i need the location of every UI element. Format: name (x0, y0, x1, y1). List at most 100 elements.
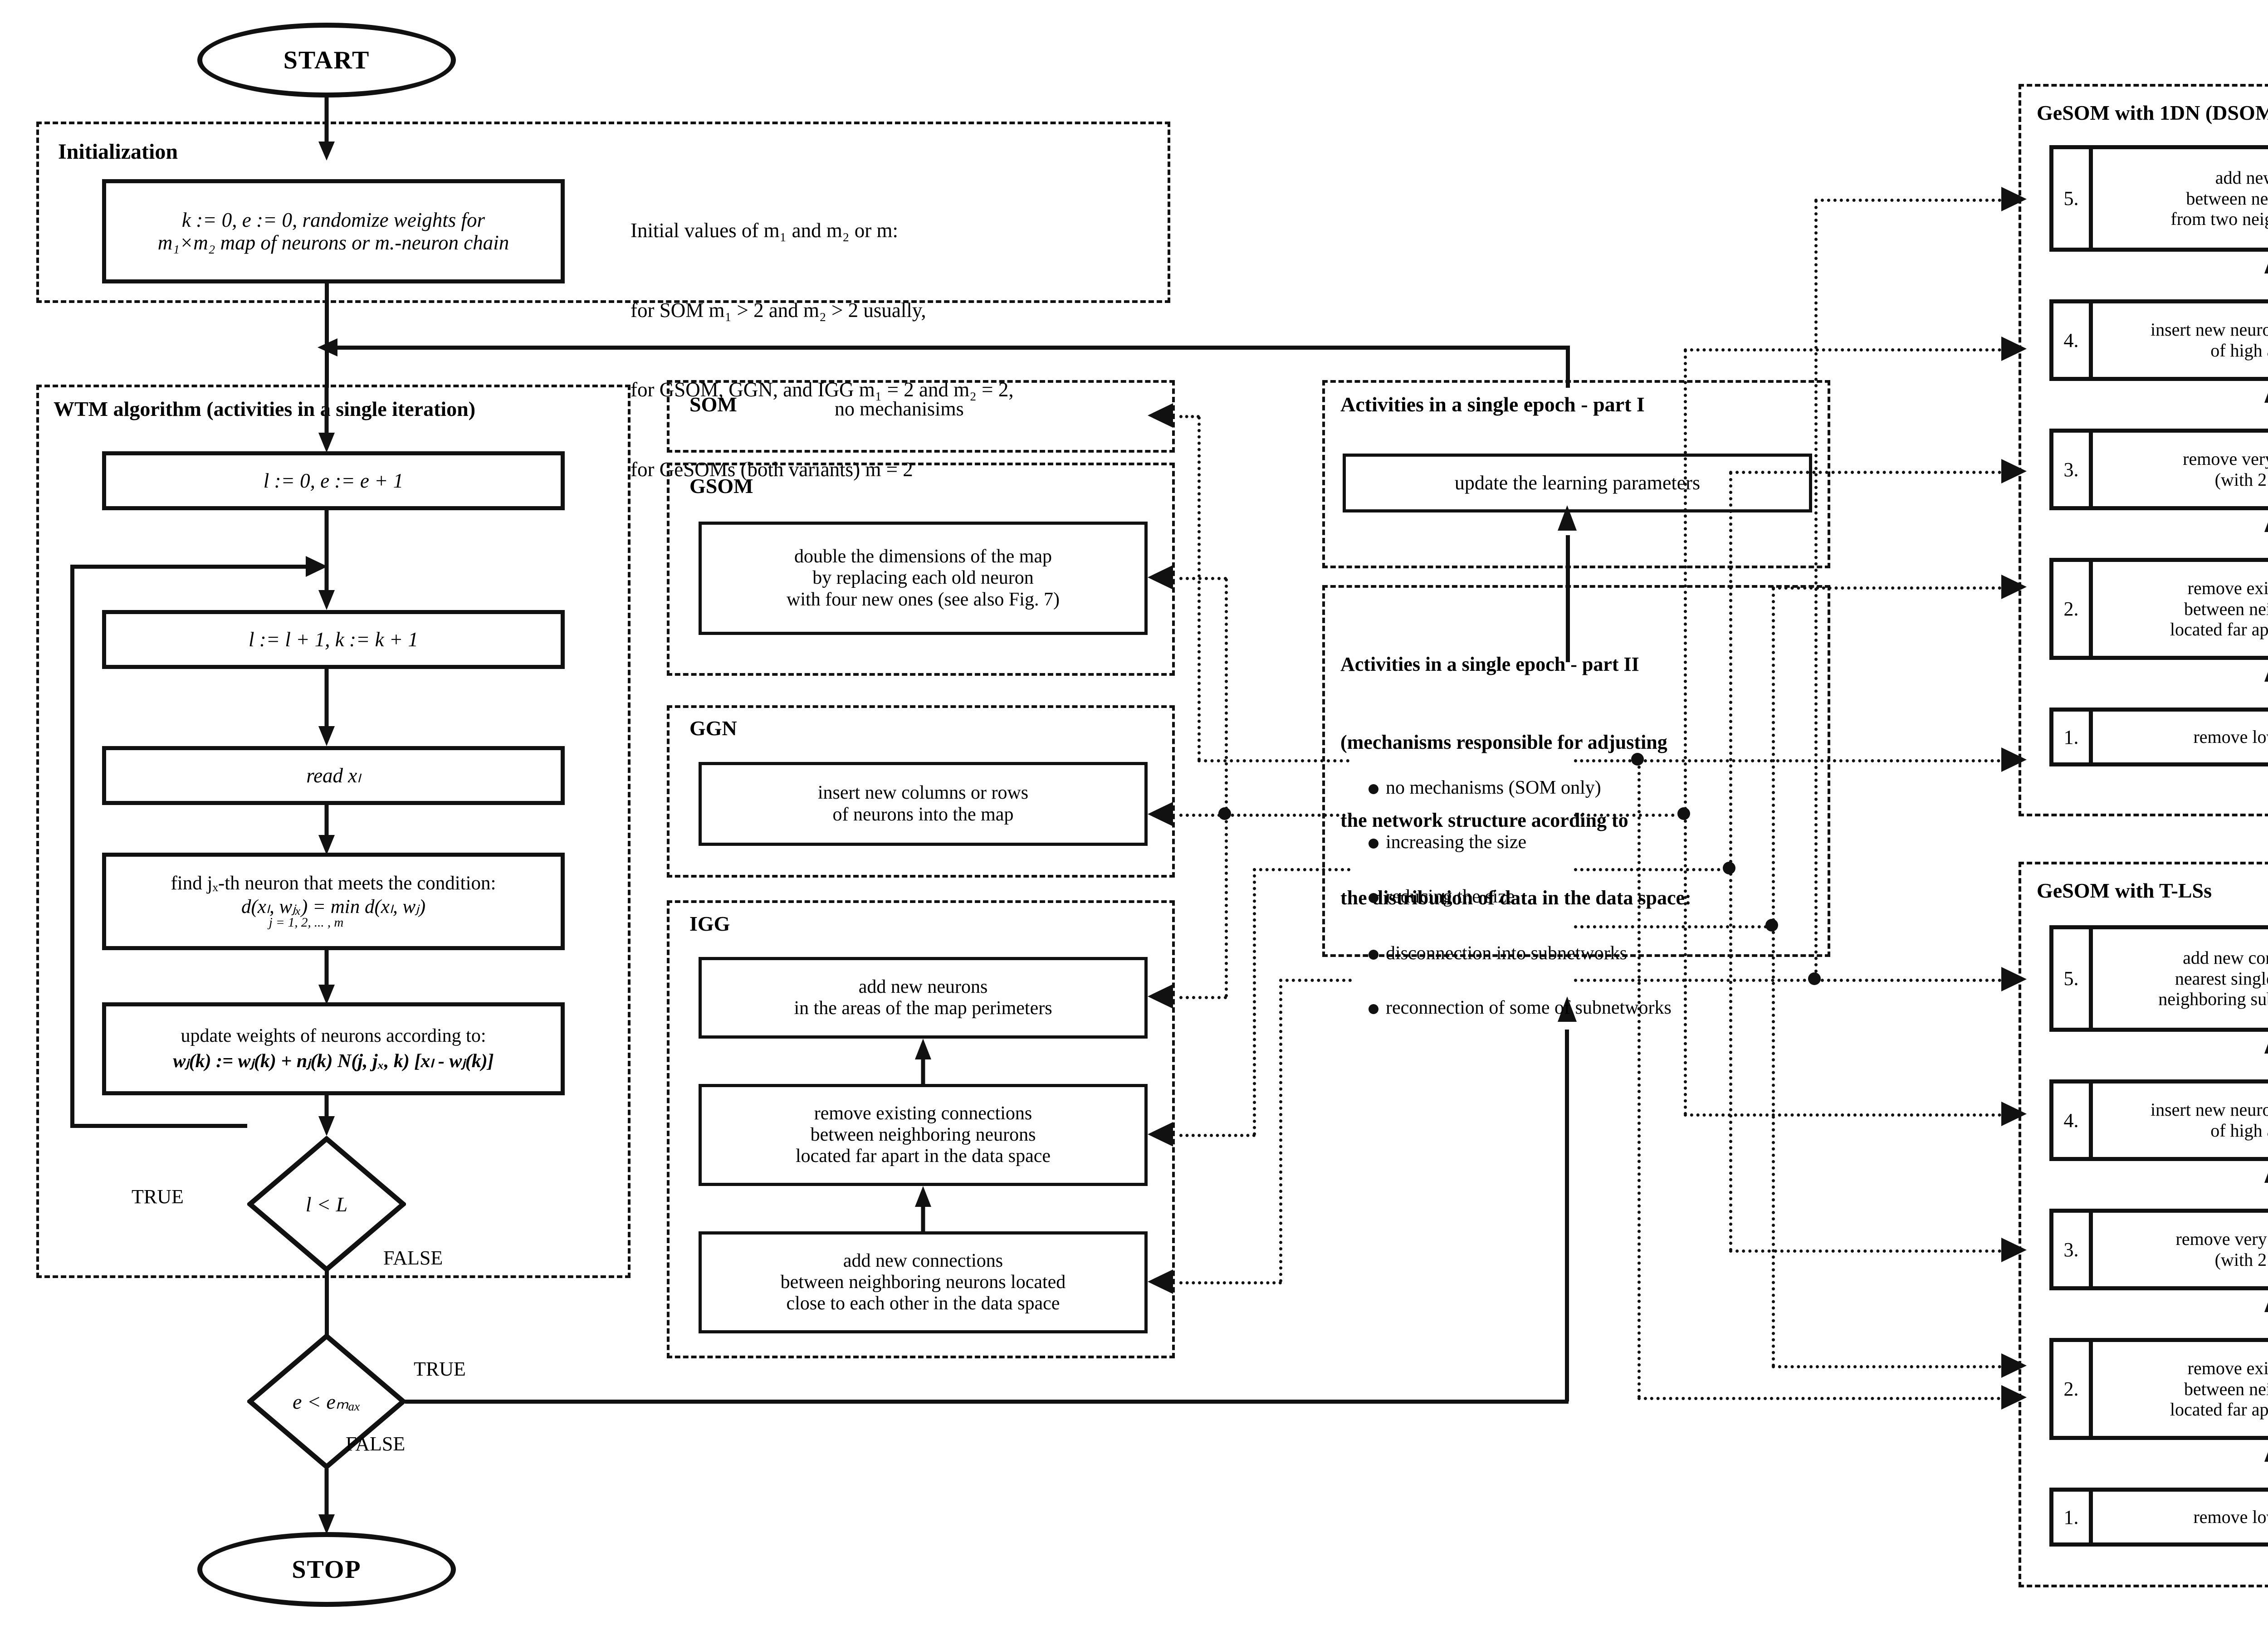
gesom-tls-step-1: 1. remove low active neurons (2049, 1488, 2268, 1547)
line-wtm-false-to-epoch-decision (325, 1270, 329, 1358)
gesom-1dn-step-3-line-0: remove very small sub-chains (2183, 449, 2268, 469)
dotted-bullet1-to-ggn (1179, 814, 1227, 817)
diamond-shape-epoch (247, 1333, 406, 1469)
dotted-bullet0-up (1198, 416, 1201, 761)
group-epoch-part1 (1322, 380, 1830, 568)
igg-box-3: add new connections between neighboring … (699, 1231, 1148, 1333)
gesom-1dn-step-4: 4. insert new neurons in the surrounding… (2049, 299, 2268, 381)
arrow-dotted-tls-1-head (2001, 1385, 2027, 1410)
line-init-to-wtm (325, 283, 329, 388)
initialization-title: Initialization (58, 140, 178, 164)
epoch-part1-box: update the learning parameters (1343, 454, 1812, 512)
epoch-part2-title-line-3: the distribution of data in the data spa… (1340, 887, 1691, 909)
dotted-bullet2-to-igg2 (1179, 1134, 1256, 1137)
dotted-bullet1-up (1225, 578, 1228, 816)
ggn-box-line-0: insert new columns or rows (817, 782, 1029, 804)
igg-box-2-line-0: remove existing connections (814, 1103, 1032, 1124)
gesom-1dn-step-1: 1. remove low active neurons (2049, 708, 2268, 766)
arrow-tls-4-to-5 (2264, 1044, 2268, 1054)
gesom-1dn-step-2-line-0: remove existing connections (2187, 578, 2268, 599)
dotted-b0-right-tls1 (1637, 1397, 2000, 1400)
wtm-step-1: l := 0, e := e + 1 (102, 451, 565, 510)
dotted-bullet1-right (1574, 814, 1687, 817)
igg-title: IGG (689, 912, 730, 935)
initialization-box-line1: k := 0, e := 0, randomize weights for (181, 208, 485, 231)
stop-terminator: STOP (197, 1532, 456, 1607)
arrow-dotted-1dn-4-head (2001, 337, 2027, 361)
gesom-1dn-step-5: 5. add new connections between nearest e… (2049, 145, 2268, 252)
line-epoch-feedback-horizontal (327, 346, 1569, 350)
igg-box-3-line-2: close to each other in the data space (786, 1293, 1060, 1314)
gesom-1dn-step-5-body: add new connections between nearest end-… (2093, 149, 2268, 248)
wtm-step-4-line3: j = 1, 2, ... , m (269, 915, 344, 930)
arrow-tls-1-to-2 (2264, 1452, 2268, 1462)
gesom-tls-step-5-line-2: neighboring subnetworks (sub-trees) (2158, 989, 2268, 1010)
arrow-igg-2-to-1 (915, 1039, 931, 1084)
group-ggn (667, 705, 1175, 878)
igg-box-3-line-1: between neighboring neurons located (780, 1271, 1066, 1293)
epoch-part2-title: Activities in a single epoch - part II (… (1340, 600, 1691, 963)
dotted-bullet1-to-gsom (1179, 577, 1227, 580)
dotted-b4-right-tls5 (1814, 979, 2001, 982)
gesom-1dn-step-3-body: remove very small sub-chains (with 2 or … (2093, 433, 2268, 506)
arrow-epoch-false-to-stop (318, 1469, 335, 1534)
igg-box-1-line-0: add new neurons (858, 976, 988, 997)
gesom-1dn-step-2-line-1: between neighboring neurons (2184, 598, 2268, 619)
dotted-bullet4-right (1574, 979, 1819, 982)
epoch-part2-bullet-1-text: increasing the size (1386, 831, 1527, 853)
epoch-part2-bullet-0-text: no mechanisms (SOM only) (1386, 777, 1601, 798)
gesom-tls-step-1-num: 1. (2053, 1492, 2093, 1542)
gesom-1dn-step-2-line-2: located far apart in the data space (2170, 619, 2268, 640)
arrow-tls-3-to-4 (2264, 1173, 2268, 1183)
gesom-1dn-step-4-line-0: insert new neurons in the surroundings (2150, 319, 2268, 340)
dotted-b2-right-1dn3 (1729, 471, 2001, 474)
gesom-tls-step-4-body: insert new neurons in the surroundings o… (2093, 1083, 2268, 1157)
initial-values-line-3: for GeSOMs (both variants) m = 2 (631, 458, 913, 481)
bullet-dot-icon (1369, 1004, 1378, 1014)
arrow-wtm-step1-to-step2 (318, 510, 335, 610)
wtm-step-4: find jₓ-th neuron that meets the conditi… (102, 853, 565, 950)
line-wtm-loop-horizontal-bottom (70, 1124, 247, 1128)
arrow-dotted-gsom-head (1148, 565, 1173, 590)
gesom-1dn-step-1-body: remove low active neurons (2193, 727, 2268, 747)
epoch-part1-box-text: update the learning parameters (1454, 472, 1701, 494)
group-initialization (36, 122, 1170, 303)
gesom-tls-step-5-body: add new connections between nearest sing… (2093, 929, 2268, 1028)
wtm-step-5: update weights of neurons according to: … (102, 1002, 565, 1095)
epoch-part2-bullet-2: reducing the size (1349, 859, 1515, 934)
gesom-tls-step-3-line-1: (with 2 or 3 neurons) (2214, 1249, 2268, 1270)
gesom-tls-step-2-body: remove existing connections between neig… (2093, 1342, 2268, 1436)
arrow-dotted-igg3-head (1148, 1269, 1173, 1294)
ggn-box: insert new columns or rows of neurons in… (699, 762, 1148, 846)
dotted-b0-right-2 (1637, 759, 2000, 762)
gesom-1dn-step-5-num: 5. (2053, 149, 2093, 248)
group-gesom-1dn (2019, 84, 2268, 816)
dotted-b1-right-rail (1684, 349, 1687, 1116)
dotted-b1-right-1dn4 (1684, 348, 2001, 351)
gesom-tls-step-3-num: 3. (2053, 1213, 2093, 1286)
dotted-bullet4-down (1279, 979, 1282, 1283)
wtm-step-4-line2: d(xₗ, wⱼₓ) = min d(xₗ, wⱼ) (241, 896, 426, 918)
gesom-tls-title: GeSOM with T-LSs (2037, 879, 2212, 902)
epoch-part2-bullet-0: no mechanisms (SOM only) (1349, 751, 1601, 825)
bullet-dot-icon (1369, 949, 1378, 960)
initialization-box-line2: m₁×m₂ map of neurons or m.-neuron chain (157, 231, 509, 254)
gesom-tls-step-2-num: 2. (2053, 1342, 2093, 1436)
arrow-1dn-3-to-4 (2264, 393, 2268, 403)
gesom-tls-step-2-line-0: remove existing connections (2187, 1358, 2268, 1379)
dotted-bullet0-to-som (1179, 415, 1200, 418)
epoch-decision-false-label: FALSE (346, 1433, 406, 1455)
line-wtm-loop-horizontal-top (70, 565, 306, 569)
wtm-step-1-text: l := 0, e := e + 1 (263, 469, 404, 492)
gsom-box-line-1: by replacing each old neuron (812, 567, 1034, 589)
gesom-tls-step-2-line-1: between neighboring neurons (2184, 1378, 2268, 1399)
gesom-1dn-step-1-num: 1. (2053, 712, 2093, 762)
arrow-part2-to-part1-head (1558, 505, 1577, 531)
gesom-tls-step-2: 2. remove existing connections between n… (2049, 1338, 2268, 1440)
arrow-1dn-2-to-3 (2264, 522, 2268, 532)
epoch-decision-label: e < eₘₐₓ (292, 1390, 361, 1413)
wtm-step-2-text: l := l + 1, k := k + 1 (249, 628, 418, 651)
epoch-part2-title-line-1: (mechanisms responsible for adjusting (1340, 731, 1667, 753)
arrow-into-wtm-step1 (318, 385, 335, 453)
igg-box-1-line-1: in the areas of the map perimeters (794, 998, 1052, 1019)
